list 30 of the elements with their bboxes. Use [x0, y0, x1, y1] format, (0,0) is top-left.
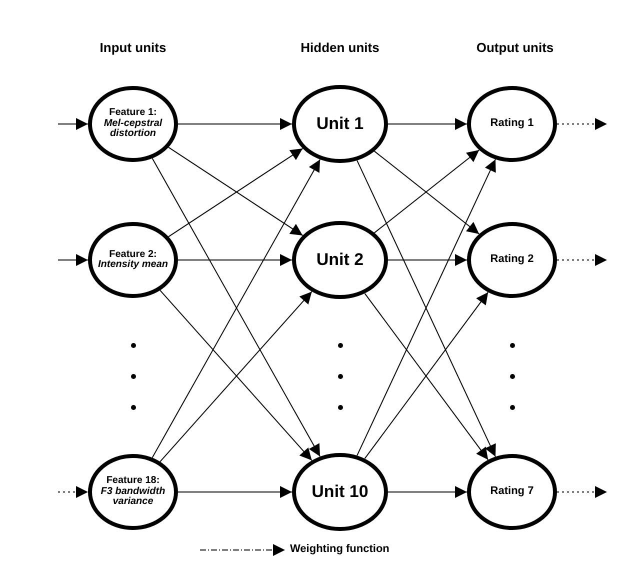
arrow	[178, 254, 292, 266]
arrow	[178, 486, 292, 498]
legend-text: Weighting function	[290, 543, 390, 555]
unit-label: Unit 2	[315, 251, 365, 269]
unit-label: Unit 1	[315, 115, 365, 133]
unit-label: Mel-cepstral distortion	[102, 118, 164, 140]
arrow	[388, 254, 468, 266]
unit-label: Feature 18:	[105, 476, 161, 486]
unit-label: Feature 1:	[108, 108, 158, 118]
unit-label: Rating 1	[489, 118, 535, 130]
arrow	[178, 118, 292, 130]
arrow	[58, 486, 88, 498]
unit-label: Rating 7	[489, 486, 535, 498]
unit-label: Intensity mean	[96, 260, 170, 270]
unit-ellipse	[292, 221, 388, 299]
column-heading: Output units	[476, 40, 554, 55]
arrow	[556, 486, 608, 498]
unit-label: F3 bandwidth variance	[100, 486, 166, 508]
arrow	[556, 118, 608, 130]
unit-ellipse	[467, 222, 557, 298]
arrow	[388, 486, 468, 498]
unit-label: Feature 2:	[108, 250, 158, 260]
column-heading: Input units	[100, 40, 166, 55]
column-heading: Hidden units	[300, 40, 380, 55]
arrow	[58, 118, 88, 130]
arrow	[388, 118, 468, 130]
unit-label: Unit 10	[310, 483, 370, 501]
arrow	[556, 254, 608, 266]
arrow	[58, 254, 88, 266]
unit-label: Rating 2	[489, 254, 535, 266]
